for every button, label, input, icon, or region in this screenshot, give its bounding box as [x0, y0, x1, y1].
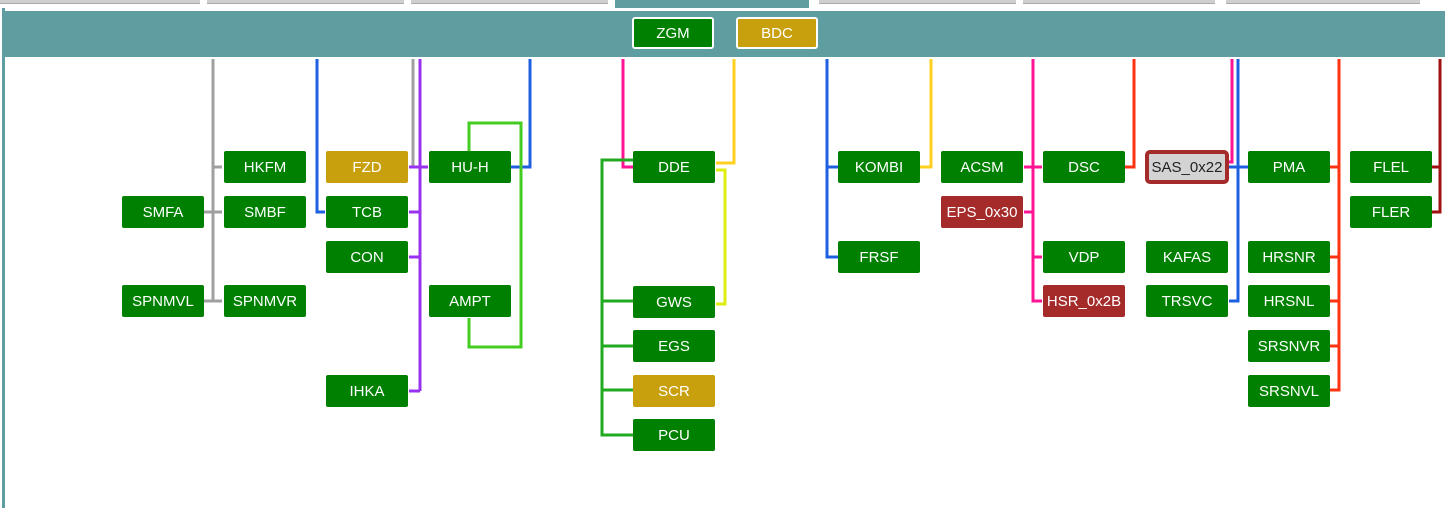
node-hrsnr[interactable]: HRSNR: [1248, 241, 1330, 273]
wire-magenta-dde: [621, 57, 633, 169]
tab-7[interactable]: [1226, 0, 1420, 4]
diagram-frame: [2, 8, 1445, 508]
node-ihka[interactable]: IHKA: [326, 375, 408, 407]
tab-4-active[interactable]: [615, 0, 809, 8]
wire-blue-kombi: [825, 57, 838, 259]
node-hrsnl[interactable]: HRSNL: [1248, 285, 1330, 317]
node-gws[interactable]: GWS: [633, 286, 715, 318]
wire-yellow-dde: [716, 52, 736, 165]
wire-blue-tcb: [315, 57, 325, 214]
tab-1[interactable]: [0, 0, 200, 4]
node-srsnvl[interactable]: SRSNVL: [1248, 375, 1330, 407]
wire-purple: [409, 57, 428, 393]
node-vdp[interactable]: VDP: [1043, 241, 1125, 273]
wire-yellow-kombi: [920, 57, 933, 169]
node-trsvc[interactable]: TRSVC: [1146, 285, 1228, 317]
node-con[interactable]: CON: [326, 241, 408, 273]
wire-blue-huh: [511, 57, 532, 169]
node-fzd[interactable]: FZD: [326, 151, 408, 183]
node-pcu[interactable]: PCU: [633, 419, 715, 451]
node-smfa[interactable]: SMFA: [122, 196, 204, 228]
wire-magenta-right: [1024, 57, 1042, 303]
node-sas-0x22[interactable]: SAS_0x22: [1145, 150, 1229, 184]
node-scr[interactable]: SCR: [633, 375, 715, 407]
wire-gray-2: [409, 57, 415, 169]
bdc-button[interactable]: BDC: [736, 17, 818, 49]
node-tcb[interactable]: TCB: [326, 196, 408, 228]
node-spnmvl[interactable]: SPNMVL: [122, 285, 204, 317]
node-eps-0x30[interactable]: EPS_0x30: [941, 196, 1023, 228]
node-ampt[interactable]: AMPT: [429, 285, 511, 317]
node-smbf[interactable]: SMBF: [224, 196, 306, 228]
wire-blue-right: [1229, 57, 1248, 303]
tab-3[interactable]: [411, 0, 608, 4]
wire-gray: [204, 57, 222, 303]
tab-2[interactable]: [207, 0, 404, 4]
tab-5[interactable]: [819, 0, 1016, 4]
node-frsf[interactable]: FRSF: [838, 241, 920, 273]
node-spnmvr[interactable]: SPNMVR: [224, 285, 306, 317]
node-egs[interactable]: EGS: [633, 330, 715, 362]
tab-strip: [0, 0, 1445, 10]
tab-6[interactable]: [1023, 0, 1215, 4]
node-flel[interactable]: FLEL: [1350, 151, 1432, 183]
wire-darkred: [1432, 57, 1442, 214]
zgm-button[interactable]: ZGM: [632, 17, 714, 49]
node-kombi[interactable]: KOMBI: [838, 151, 920, 183]
node-kafas[interactable]: KAFAS: [1146, 241, 1228, 273]
header-bar: ZGM BDC: [5, 11, 1445, 59]
wire-red-right: [1330, 57, 1341, 392]
wire-red-dsc: [1124, 57, 1136, 169]
node-hkfm[interactable]: HKFM: [224, 151, 306, 183]
node-hsr-0x2b[interactable]: HSR_0x2B: [1043, 285, 1125, 317]
wire-green-loop: [467, 121, 523, 349]
wire-darkgreen: [600, 158, 633, 437]
node-fler[interactable]: FLER: [1350, 196, 1432, 228]
wire-lime-loop: [716, 168, 727, 306]
node-pma[interactable]: PMA: [1248, 151, 1330, 183]
node-acsm[interactable]: ACSM: [941, 151, 1023, 183]
node-dde[interactable]: DDE: [633, 151, 715, 183]
node-srsnvr[interactable]: SRSNVR: [1248, 330, 1330, 362]
node-hu-h[interactable]: HU-H: [429, 151, 511, 183]
node-dsc[interactable]: DSC: [1043, 151, 1125, 183]
wire-magenta-sas: [1229, 57, 1234, 164]
